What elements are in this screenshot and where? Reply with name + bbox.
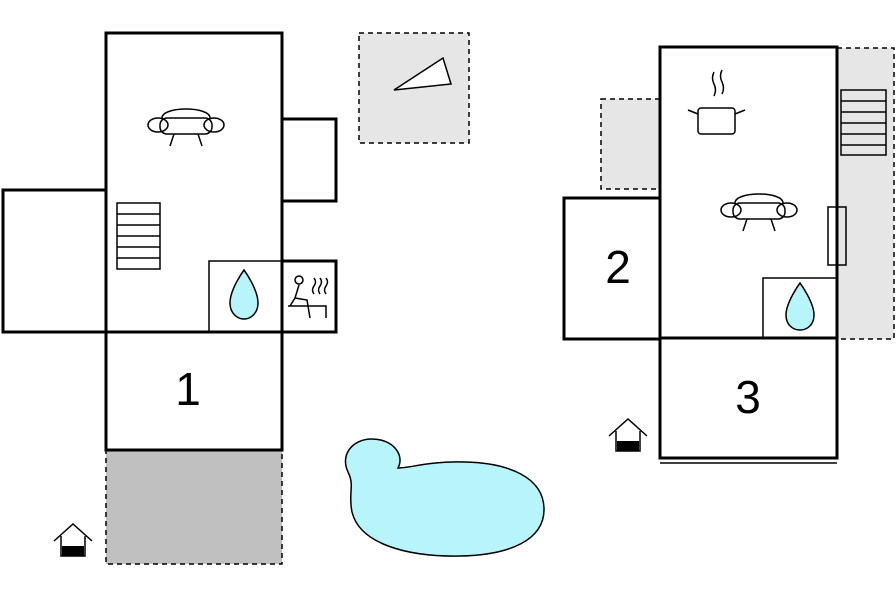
room-2: [562, 196, 660, 341]
room-3-label: 3: [735, 371, 761, 423]
right-building: 2 3: [562, 45, 895, 464]
house-entrance-icon: [608, 417, 648, 452]
stairs-icon: [840, 89, 887, 156]
window: [827, 206, 847, 266]
stairs-icon: [116, 202, 161, 270]
left-left-annex: [1, 188, 106, 334]
room-2-label: 2: [605, 241, 631, 293]
left-right-annex: [282, 117, 338, 203]
cooking-pot-icon: [687, 69, 746, 135]
pool: [344, 438, 545, 557]
compass-icon: [358, 32, 470, 144]
sofa-icon: [720, 193, 798, 232]
right-terrace-left: [600, 98, 661, 190]
sauna-icon: [288, 275, 329, 319]
sofa-icon: [147, 108, 225, 147]
sauna-annex: [282, 259, 338, 334]
left-terrace-dark: [105, 449, 283, 565]
house-entrance-icon: [53, 522, 93, 557]
left-building: 1: [1, 31, 338, 565]
water-drop-icon: [785, 281, 815, 331]
right-terrace-right: [836, 47, 895, 340]
room-1-label: 1: [175, 363, 201, 415]
left-main-room: [104, 31, 284, 334]
right-main-room: [658, 45, 839, 340]
water-drop-icon: [229, 268, 259, 320]
